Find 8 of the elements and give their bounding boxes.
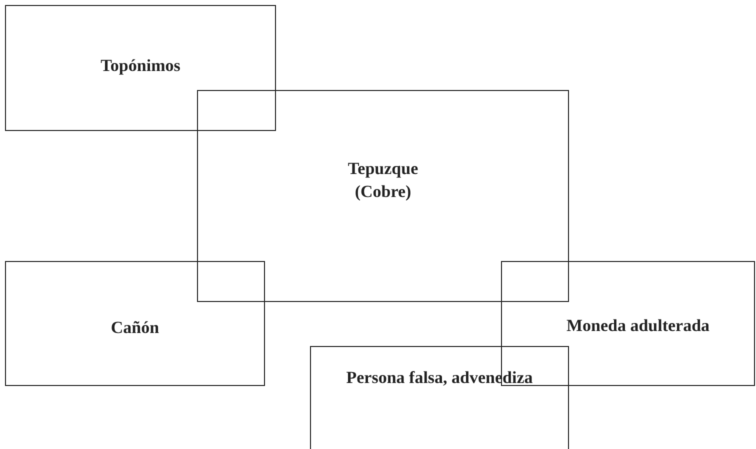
concept-box — [310, 346, 569, 449]
concept-box — [5, 261, 265, 386]
concept-box — [5, 5, 276, 131]
box-label: Moneda adulterada — [566, 315, 710, 338]
box-label: Cañón — [110, 317, 160, 340]
box-label: Tepuzque (Cobre) — [346, 158, 420, 203]
concept-box — [197, 90, 569, 302]
box-label: Topónimos — [100, 54, 180, 77]
